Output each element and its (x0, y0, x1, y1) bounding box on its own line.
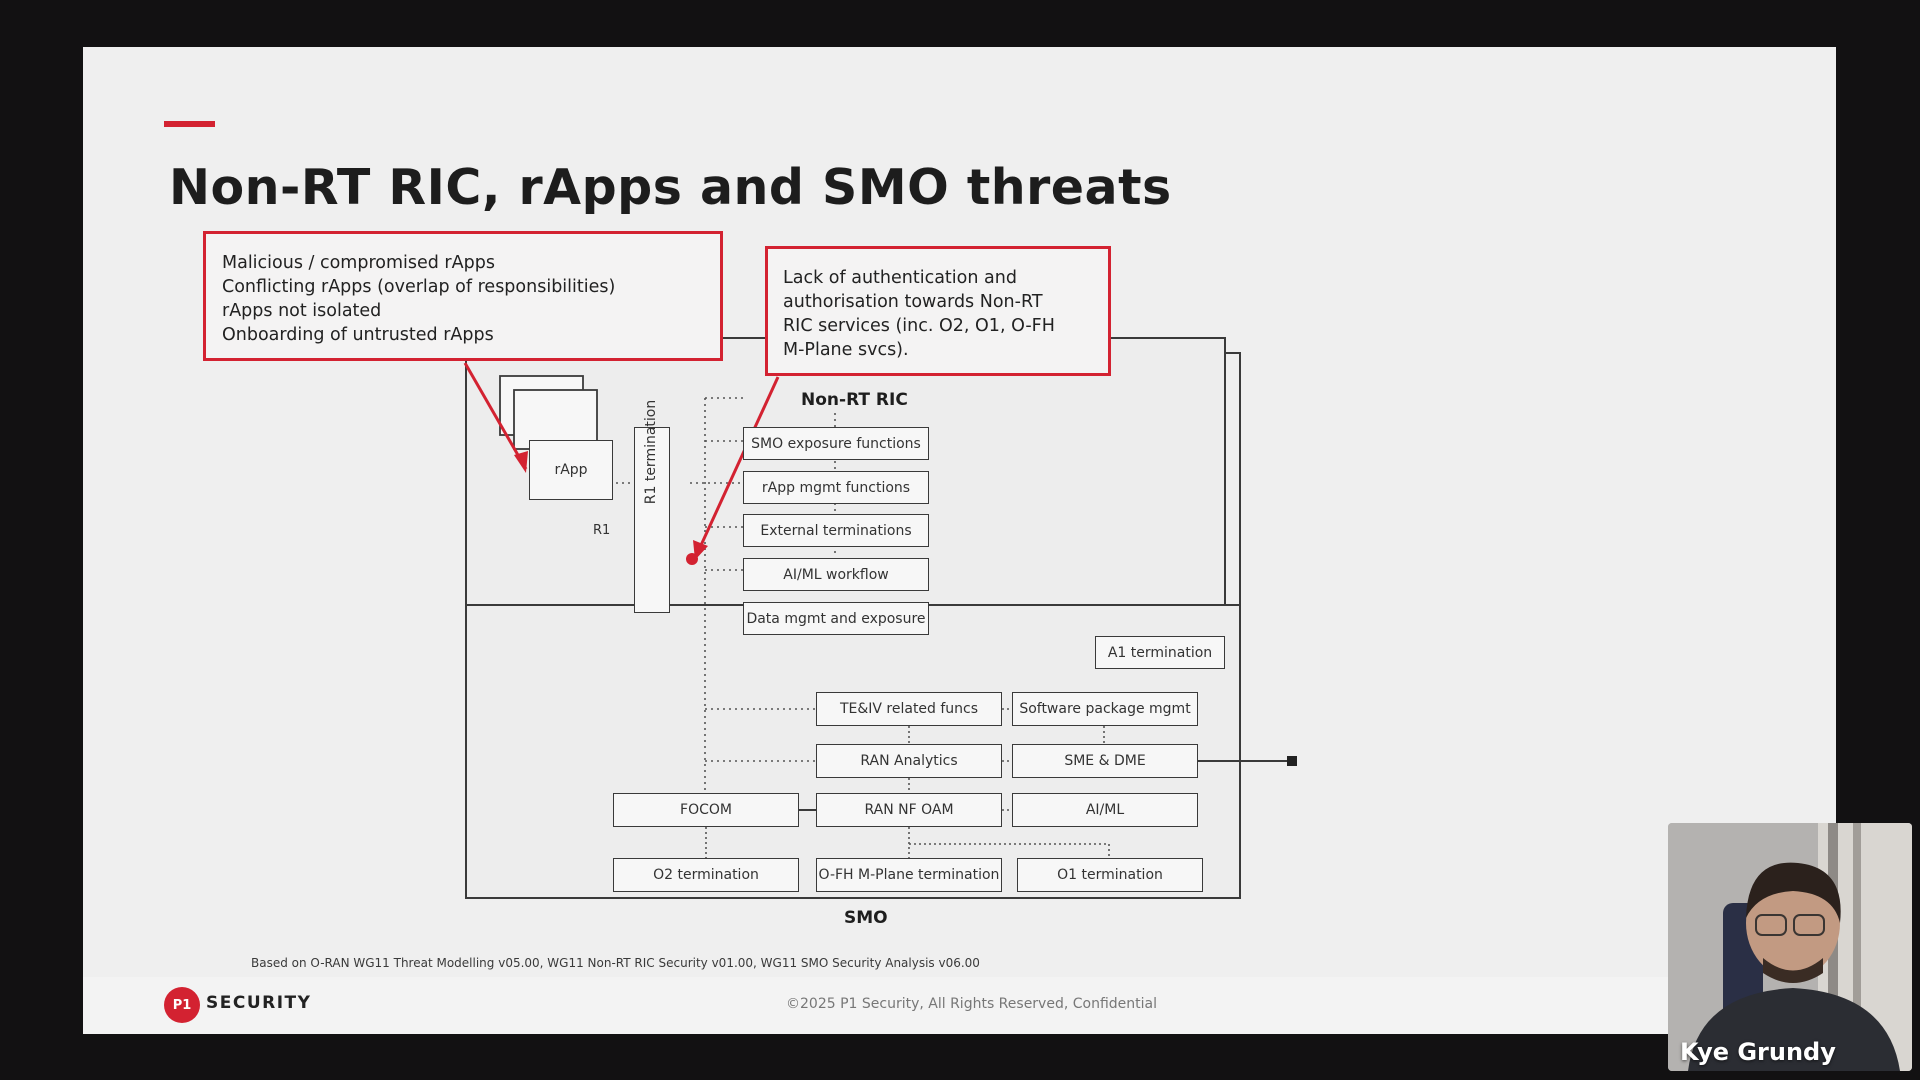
r1-termination-label: R1 termination (643, 399, 659, 505)
teiv-funcs-box: TE&IV related funcs (816, 692, 1002, 726)
callout-line: Conflicting rApps (overlap of responsibi… (222, 277, 616, 297)
callout-line: Onboarding of untrusted rApps (222, 325, 494, 345)
smo-exposure-functions-box: SMO exposure functions (743, 427, 929, 460)
aiml-box: AI/ML (1012, 793, 1198, 827)
callout-line: authorisation towards Non-RT (783, 292, 1043, 312)
rapp-box: rApp (529, 440, 613, 500)
rapp-threats-callout: Malicious / compromised rApps Conflictin… (203, 231, 723, 361)
threat-arrow-auth (695, 376, 780, 555)
aiml-workflow-box: AI/ML workflow (743, 558, 929, 591)
o2-termination-box: O2 termination (613, 858, 799, 892)
smo-label: SMO (844, 908, 888, 928)
threat-arrow-auth-head (693, 540, 708, 560)
participant-video-feed (1668, 823, 1912, 1071)
nonrt-ric-label: Non-RT RIC (801, 390, 908, 410)
title-accent-bar (164, 121, 215, 127)
external-terminations-box: External terminations (743, 514, 929, 547)
participant-name-label: Kye Grundy (1680, 1038, 1836, 1066)
callout-line: Lack of authentication and (783, 268, 1017, 288)
r1-termination-box (634, 427, 670, 613)
threat-arrow-rapps-head (514, 451, 528, 473)
a1-termination-box: A1 termination (1095, 636, 1225, 669)
ofh-mplane-termination-box: O-FH M-Plane termination (816, 858, 1002, 892)
auth-threats-callout: Lack of authentication and authorisation… (765, 246, 1111, 376)
sme-external-endpoint (1287, 756, 1297, 766)
ran-nf-oam-box: RAN NF OAM (816, 793, 1002, 827)
callout-line: M-Plane svcs). (783, 340, 909, 360)
copyright-notice: ©2025 P1 Security, All Rights Reserved, … (786, 996, 1157, 1012)
callout-line: rApps not isolated (222, 301, 382, 321)
callout-line: Malicious / compromised rApps (222, 253, 495, 273)
company-logo-text: SECURITY (206, 993, 312, 1013)
focom-box: FOCOM (613, 793, 799, 827)
threat-target-dot (686, 553, 698, 565)
o1-termination-box: O1 termination (1017, 858, 1203, 892)
ran-analytics-box: RAN Analytics (816, 744, 1002, 778)
presentation-slide: Non-RT RIC, rApps and SMO threats (83, 47, 1836, 1034)
nf-oam-to-o1 (909, 843, 1110, 858)
data-mgmt-exposure-box: Data mgmt and exposure (743, 602, 929, 635)
source-footnote: Based on O-RAN WG11 Threat Modelling v05… (251, 956, 980, 970)
software-package-mgmt-box: Software package mgmt (1012, 692, 1198, 726)
callout-line: RIC services (inc. O2, O1, O-FH (783, 316, 1055, 336)
r1-interface-label: R1 (593, 523, 611, 538)
rapp-mgmt-functions-box: rApp mgmt functions (743, 471, 929, 504)
participant-video-tile[interactable]: Kye Grundy (1668, 823, 1912, 1071)
threat-arrow-rapps (463, 362, 528, 470)
slide-title: Non-RT RIC, rApps and SMO threats (169, 159, 1172, 216)
p1-logo-icon: P1 (164, 987, 200, 1023)
sme-dme-box: SME & DME (1012, 744, 1198, 778)
slide-footer (83, 977, 1836, 1034)
